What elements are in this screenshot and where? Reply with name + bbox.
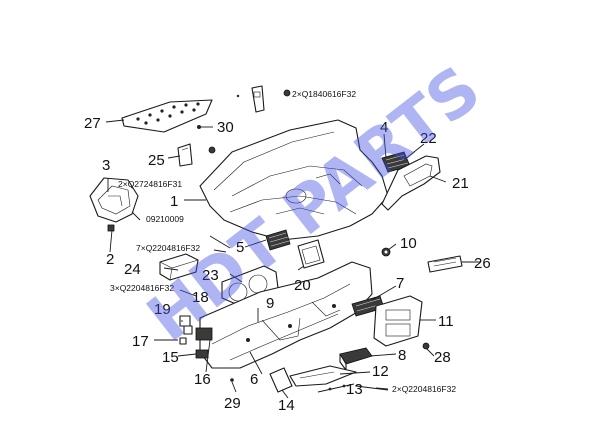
callout-14: 14: [278, 397, 295, 414]
part-27-trim-panel: [121, 99, 213, 133]
callout-8: 8: [398, 347, 406, 364]
part-25-bracket: [177, 143, 216, 167]
callout-18: 18: [192, 289, 209, 306]
callout-22: 22: [420, 130, 437, 147]
callout-11: 11: [438, 313, 454, 330]
callout-3: 3: [102, 157, 110, 174]
callout-7: 7: [396, 275, 404, 292]
top-bracket: [236, 85, 291, 113]
leader-lines: [105, 119, 480, 399]
callout-9: 9: [266, 295, 274, 312]
callout-17: 17: [132, 333, 149, 350]
callout-4: 4: [380, 119, 388, 136]
part-12-lower-trim: [289, 365, 357, 387]
callout-21: 21: [452, 175, 469, 192]
fastener-left-upper: 2×Q2724816F31: [118, 179, 182, 189]
part-29-screw: [230, 378, 234, 382]
part-24-box: [159, 253, 199, 281]
callout-26: 26: [474, 255, 491, 272]
part-18-switch: [195, 327, 213, 341]
part-28-bolt: [422, 342, 430, 350]
callout-2: 2: [106, 251, 114, 268]
part-1-dashboard-upper: [199, 119, 389, 241]
callout-27: 27: [84, 115, 101, 132]
fastener-codes: 2×Q1840616F32 2×Q2724816F31 09210009 7×Q…: [110, 89, 456, 394]
callout-20: 20: [294, 277, 311, 294]
fastener-bottom: 2×Q2204816F32: [392, 384, 456, 394]
part-11-center-trim: [373, 295, 423, 347]
part-30-clip: [197, 125, 201, 129]
callout-23: 23: [202, 267, 219, 284]
callout-10: 10: [400, 235, 417, 252]
callout-6: 6: [250, 371, 258, 388]
callout-15: 15: [162, 349, 179, 366]
fastener-left-lower: 3×Q2204816F32: [110, 283, 174, 293]
part-8-box: [339, 347, 373, 371]
part-26-grille: [427, 255, 463, 273]
callout-25: 25: [148, 152, 165, 169]
part-21-end-panel: [381, 155, 441, 211]
callout-1: 1: [170, 193, 178, 210]
callout-16: 16: [194, 371, 211, 388]
part-17-switch: [179, 337, 187, 345]
part-13-strip: [317, 383, 355, 393]
part-19-switch: [179, 315, 193, 335]
part-14-cover: [269, 367, 293, 393]
callout-numbers: 27 30 25 3 1 2 4 22 21 10 5 24 23 26 20 …: [84, 115, 491, 414]
callout-12: 12: [372, 363, 389, 380]
part-15-connector: [195, 349, 209, 359]
fastener-mid: 7×Q2204816F32: [136, 243, 200, 253]
callout-5: 5: [236, 239, 244, 256]
part-5-vent: [265, 229, 291, 251]
callout-30: 30: [217, 119, 234, 136]
callout-13: 13: [346, 381, 363, 398]
part-6-lower-frame: [199, 261, 373, 369]
callout-24: 24: [124, 261, 141, 278]
callout-28: 28: [434, 349, 451, 366]
fastener-left-code: 09210009: [146, 214, 184, 224]
callout-19: 19: [154, 301, 171, 318]
callout-29: 29: [224, 395, 241, 412]
part-20-center-bezel: [297, 239, 325, 269]
fastener-top: 2×Q1840616F32: [292, 89, 356, 99]
